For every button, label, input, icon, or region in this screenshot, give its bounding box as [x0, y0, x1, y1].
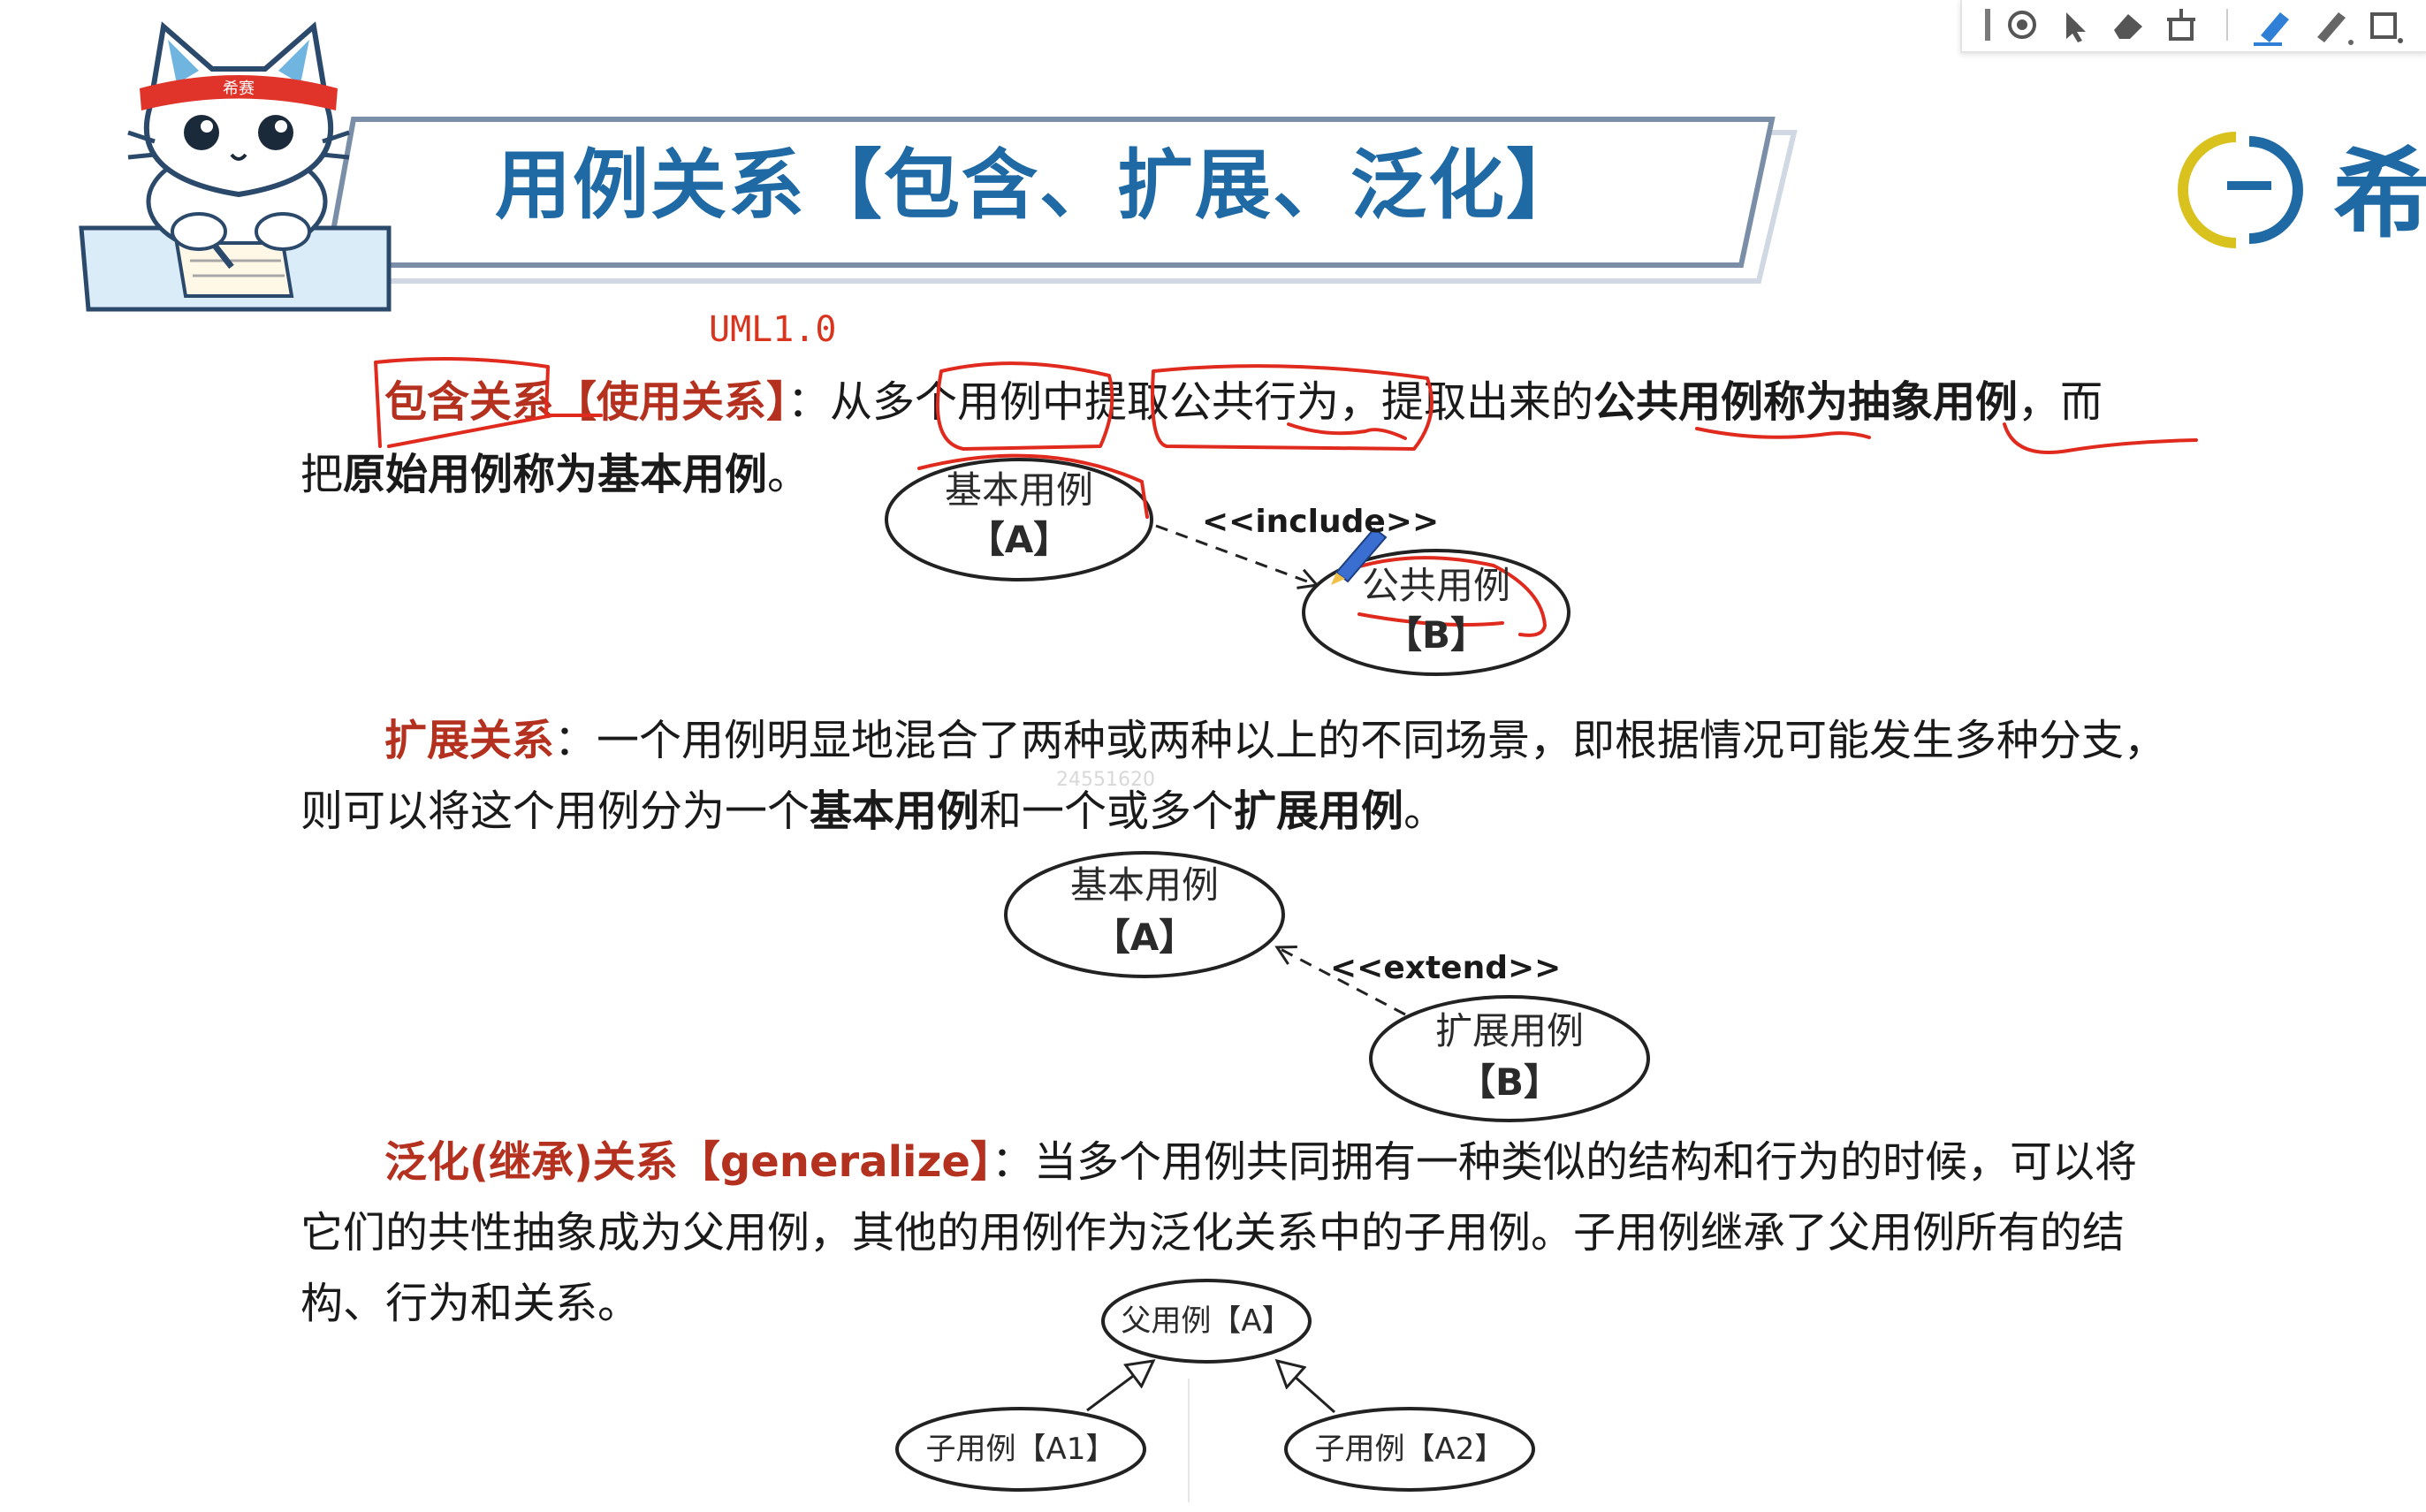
pointer-icon[interactable]	[2066, 12, 2086, 42]
extend-ext-name: 扩展用例	[1434, 1009, 1584, 1052]
page-title: 用例关系【包含、扩展、泛化】	[495, 141, 1584, 230]
include-common-name: 公共用例	[1361, 564, 1510, 607]
include-base-tag: 【A】	[967, 518, 1071, 561]
title-banner: 希赛	[79, 21, 2303, 312]
mascot-illustration: 希赛	[79, 21, 392, 312]
extend-edge-label: <<extend>>	[1330, 950, 1562, 986]
include-text-1: ：从多个用例中提取公共行为，提取出来的	[787, 377, 1594, 427]
brand-mark: 希	[2333, 138, 2426, 251]
banner-main-frame	[323, 117, 1776, 268]
generalize-paragraph-line3: 构、行为和关系。	[300, 1279, 641, 1328]
include-line2-text-2: 。	[767, 450, 810, 499]
mascot-headband-text: 希赛	[223, 80, 255, 98]
brand-logo	[2178, 132, 2303, 248]
extend-base-name: 基本用例	[1069, 863, 1219, 907]
drag-handle-icon[interactable]	[1985, 9, 1990, 41]
extend-line2-bold-1: 基本用例	[810, 786, 980, 836]
extend-ext-tag: 【B】	[1457, 1060, 1561, 1104]
generalize-edge-1	[1086, 1361, 1153, 1412]
include-term: 包含关系【使用关系】	[384, 377, 788, 427]
clear-icon[interactable]	[2167, 9, 2195, 41]
generalize-paragraph-line2: 它们的共性抽象成为父用例，其他的用例作为泛化关系中的子用例。子用例继承了父用例所…	[300, 1208, 2126, 1257]
extend-text-1: ：一个用例明显地混合了两种或两种以上的不同场景，即根据情况可能发生多种分支，	[554, 716, 2167, 765]
watermark: 24551620	[1056, 769, 1155, 791]
extend-base-tag: 【A】	[1092, 916, 1197, 959]
generalize-edge-2	[1277, 1361, 1335, 1414]
include-common-tag: 【B】	[1384, 613, 1487, 657]
include-base-name: 基本用例	[944, 468, 1093, 512]
include-paragraph-line1: 包含关系【使用关系】：从多个用例中提取公共行为，提取出来的公共用例称为抽象用例，…	[384, 376, 2103, 429]
highlighter-icon[interactable]	[2254, 12, 2289, 46]
handwritten-note: UML1.0	[709, 309, 837, 350]
pen-icon[interactable]	[2317, 12, 2354, 45]
include-paragraph-line2: 把原始用例称为基本用例。	[300, 448, 810, 501]
extend-line2-bold-2: 扩展用例	[1234, 786, 1404, 836]
include-line2-text-1: 把	[300, 450, 344, 499]
shape-icon[interactable]	[2370, 12, 2403, 43]
include-line2-bold-1: 原始用例称为基本用例	[343, 450, 768, 499]
generalize-paragraph-line1: 泛化(继承)关系【generalize】：当多个用例共同拥有一种类似的结构和行为…	[384, 1136, 2137, 1189]
extend-line2-text-1: 则可以将这个用例分为一个	[300, 786, 810, 836]
generalize-text-1: ：当多个用例共同拥有一种类似的结构和行为的时候，可以将	[991, 1137, 2137, 1187]
generalize-child2-label: 子用例【A2】	[1314, 1432, 1505, 1467]
extend-line2-text-3: 。	[1403, 786, 1447, 836]
include-bold-1: 公共用例称为抽象用例	[1593, 377, 2019, 427]
extend-line2-text-2: 和一个或多个	[979, 786, 1235, 836]
extend-term: 扩展关系	[384, 716, 555, 765]
eraser-icon[interactable]	[2114, 14, 2142, 39]
include-text-2: ，而	[2018, 377, 2103, 427]
annotation-toolbar	[1960, 0, 2426, 53]
include-edge-label: <<include>>	[1202, 504, 1440, 540]
extend-paragraph-line2: 则可以将这个用例分为一个基本用例和一个或多个扩展用例。	[300, 785, 1446, 838]
record-icon[interactable]	[2008, 11, 2036, 39]
generalize-child1-label: 子用例【A1】	[925, 1432, 1116, 1467]
extend-paragraph-line1: 扩展关系：一个用例明显地混合了两种或两种以上的不同场景，即根据情况可能发生多种分…	[384, 714, 2166, 767]
generalize-parent-label: 父用例【A】	[1121, 1303, 1292, 1339]
generalize-term: 泛化(继承)关系【generalize】	[384, 1137, 992, 1187]
